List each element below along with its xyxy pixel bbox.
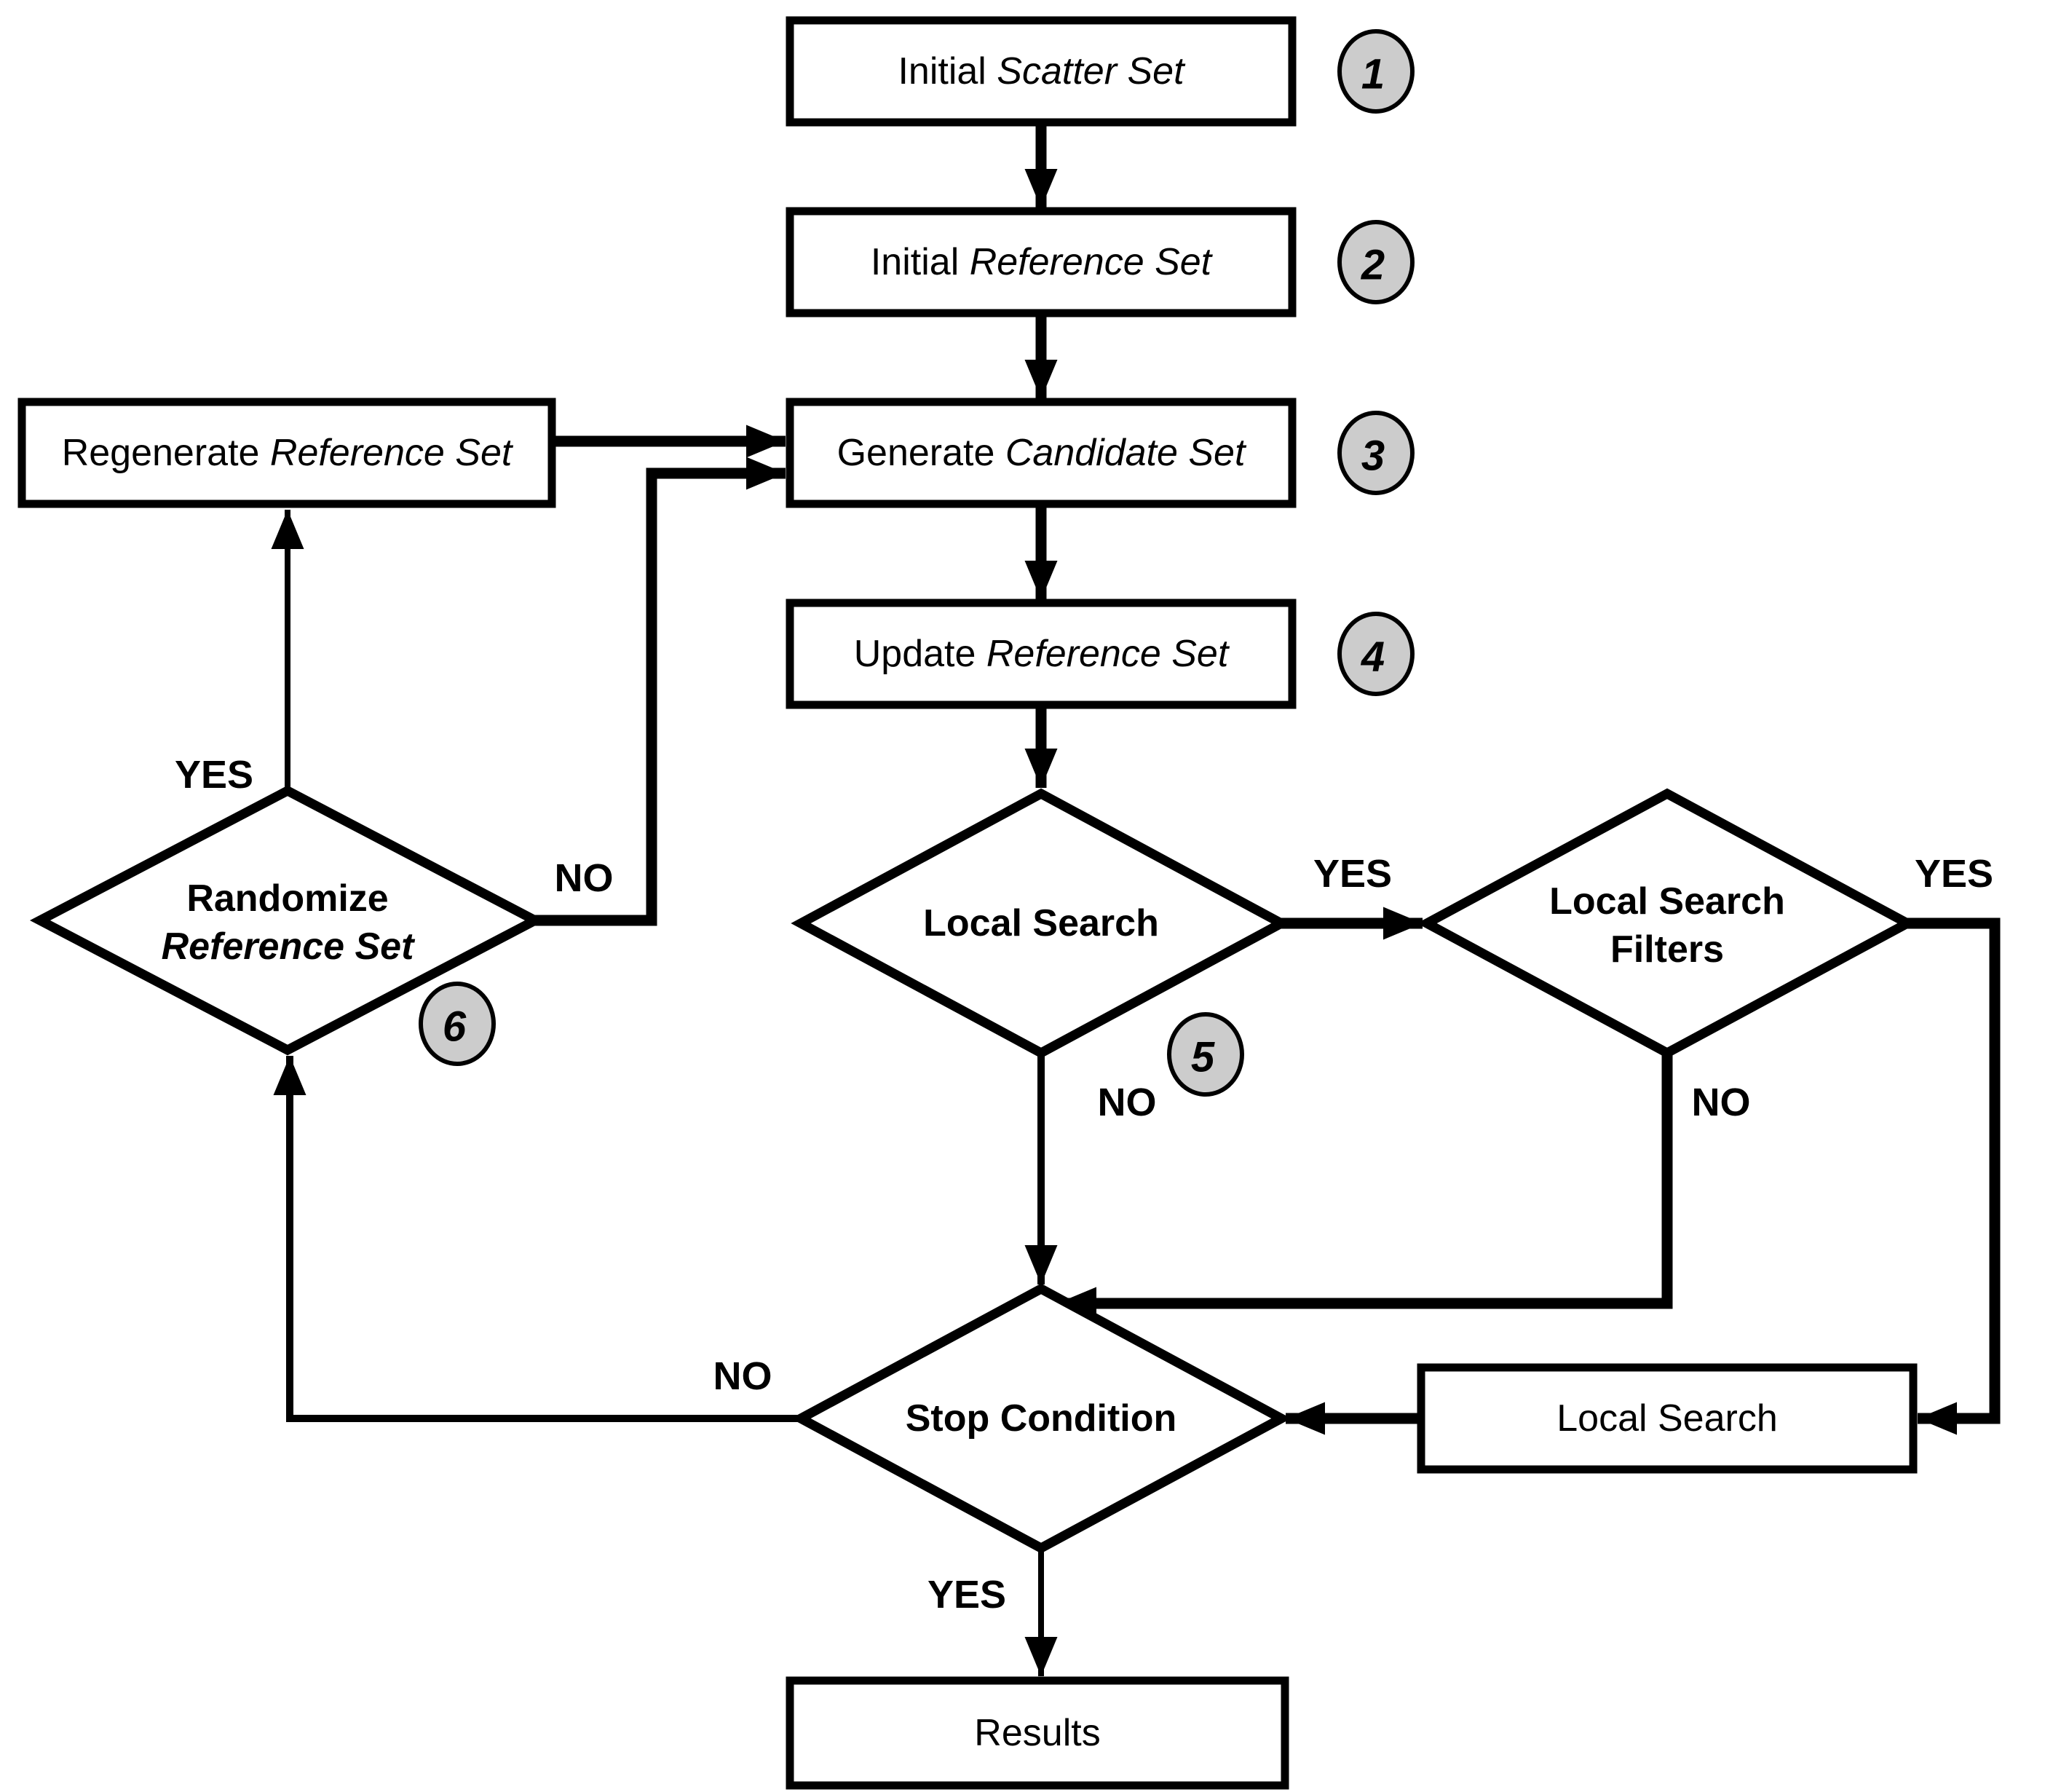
badge-number: 6 bbox=[443, 1003, 467, 1051]
edge-randomize-no-to-generate bbox=[535, 457, 786, 926]
decision-label-line1: Randomize bbox=[186, 877, 388, 920]
decision-local-search: Local Search bbox=[791, 788, 1292, 1059]
decision-diamond bbox=[791, 788, 1292, 1059]
process-box bbox=[786, 207, 1297, 317]
badge-circle bbox=[1337, 29, 1415, 114]
branch-labels: YES NO YES NO YES NO YES NO bbox=[175, 753, 1993, 1617]
decision-label: Local Search bbox=[923, 902, 1159, 944]
process-label: Local Search bbox=[1557, 1397, 1778, 1440]
decision-label: Stop Condition bbox=[906, 1397, 1177, 1440]
process-box bbox=[1417, 1363, 1918, 1474]
process-initial-scatter-set: Initial Scatter Set bbox=[786, 16, 1297, 127]
badge-number: 4 bbox=[1361, 633, 1385, 681]
process-box bbox=[17, 398, 556, 508]
decision-diamond bbox=[1417, 788, 1918, 1059]
process-update-reference-set: Update Reference Set bbox=[786, 599, 1297, 709]
badge-number: 3 bbox=[1361, 433, 1385, 480]
process-label: Initial Reference Set bbox=[871, 241, 1214, 283]
process-initial-reference-set: Initial Reference Set bbox=[786, 207, 1297, 317]
badge-number: 5 bbox=[1191, 1034, 1215, 1081]
step-badge-5: 5 bbox=[1167, 1012, 1244, 1097]
label-filters-no: NO bbox=[1692, 1081, 1751, 1124]
process-regenerate-reference-set: Regenerate Reference Set bbox=[17, 398, 556, 508]
edge-filters-no-to-stop bbox=[1057, 1053, 1673, 1320]
badge-circle bbox=[1337, 612, 1415, 696]
label-stop-yes: YES bbox=[927, 1573, 1006, 1617]
process-local-search: Local Search bbox=[1417, 1363, 1918, 1474]
label-randomize-no: NO bbox=[555, 856, 614, 900]
label-stop-no: NO bbox=[713, 1354, 772, 1398]
decision-local-search-filters: Local Search Filters bbox=[1417, 788, 1918, 1059]
decision-stop-condition: Stop Condition bbox=[791, 1283, 1292, 1554]
edge-stop-no-to-randomize bbox=[273, 1056, 801, 1422]
process-label: Update Reference Set bbox=[854, 633, 1230, 675]
step-badge-2: 2 bbox=[1337, 220, 1415, 304]
process-box bbox=[786, 1676, 1289, 1790]
decision-label-line2: Reference Set bbox=[162, 925, 416, 968]
process-label: Generate Candidate Set bbox=[837, 432, 1247, 474]
badge-circle bbox=[1337, 411, 1415, 495]
process-label: Results bbox=[974, 1712, 1100, 1754]
edges bbox=[271, 122, 2001, 1676]
badge-circle bbox=[1337, 220, 1415, 304]
step-badge-1: 1 bbox=[1337, 29, 1415, 114]
label-filters-yes: YES bbox=[1915, 852, 1993, 896]
process-box bbox=[786, 599, 1297, 709]
edge-filters-yes-to-localsearchbox bbox=[1907, 917, 2001, 1435]
process-label: Initial Scatter Set bbox=[898, 50, 1186, 92]
step-badge-6: 6 bbox=[419, 982, 496, 1066]
process-label: Regenerate Reference Set bbox=[62, 432, 514, 474]
decision-label-line1: Local Search bbox=[1549, 880, 1785, 923]
process-generate-candidate-set: Generate Candidate Set bbox=[786, 398, 1297, 508]
decision-diamond bbox=[791, 1283, 1292, 1554]
label-localsearch-no: NO bbox=[1098, 1081, 1157, 1124]
badge-circle bbox=[1167, 1012, 1244, 1097]
process-box bbox=[786, 16, 1297, 127]
process-results: Results bbox=[786, 1676, 1289, 1790]
step-badge-4: 4 bbox=[1337, 612, 1415, 696]
label-localsearch-yes: YES bbox=[1313, 852, 1392, 896]
badge-number: 2 bbox=[1361, 242, 1385, 289]
decision-diamond bbox=[29, 785, 546, 1056]
step-badge-3: 3 bbox=[1337, 411, 1415, 495]
decision-randomize-reference-set: Randomize Reference Set bbox=[29, 785, 546, 1056]
label-randomize-yes: YES bbox=[175, 753, 253, 797]
step-badges: 1 2 3 4 5 6 bbox=[419, 29, 1415, 1097]
process-box bbox=[786, 398, 1297, 508]
badge-circle bbox=[419, 982, 496, 1066]
decision-label-line2: Filters bbox=[1610, 928, 1724, 971]
badge-number: 1 bbox=[1361, 51, 1385, 98]
